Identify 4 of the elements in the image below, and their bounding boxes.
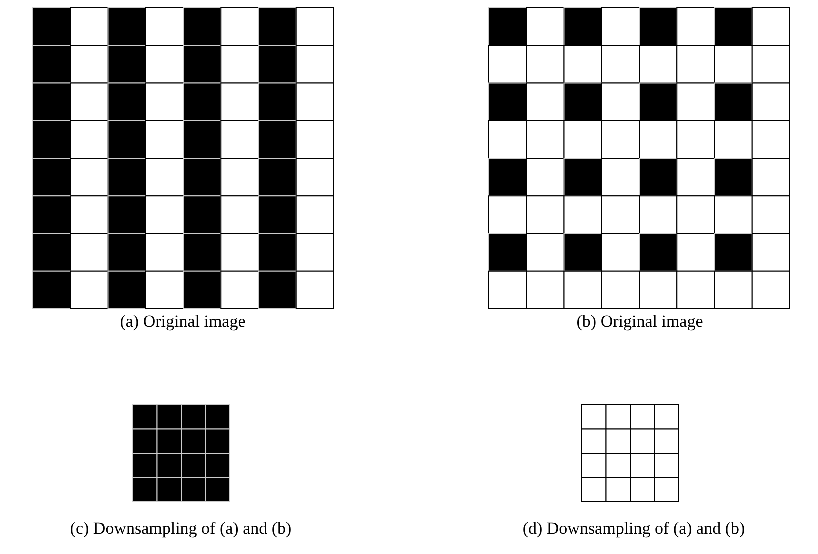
figure-caption: (d) Downsampling of (a) and (b)	[522, 519, 746, 539]
figure-caption: (a) Original image	[120, 312, 246, 332]
figure-caption: (b) Original image	[576, 312, 704, 332]
figure-caption: (c) Downsampling of (a) and (b)	[70, 519, 292, 539]
